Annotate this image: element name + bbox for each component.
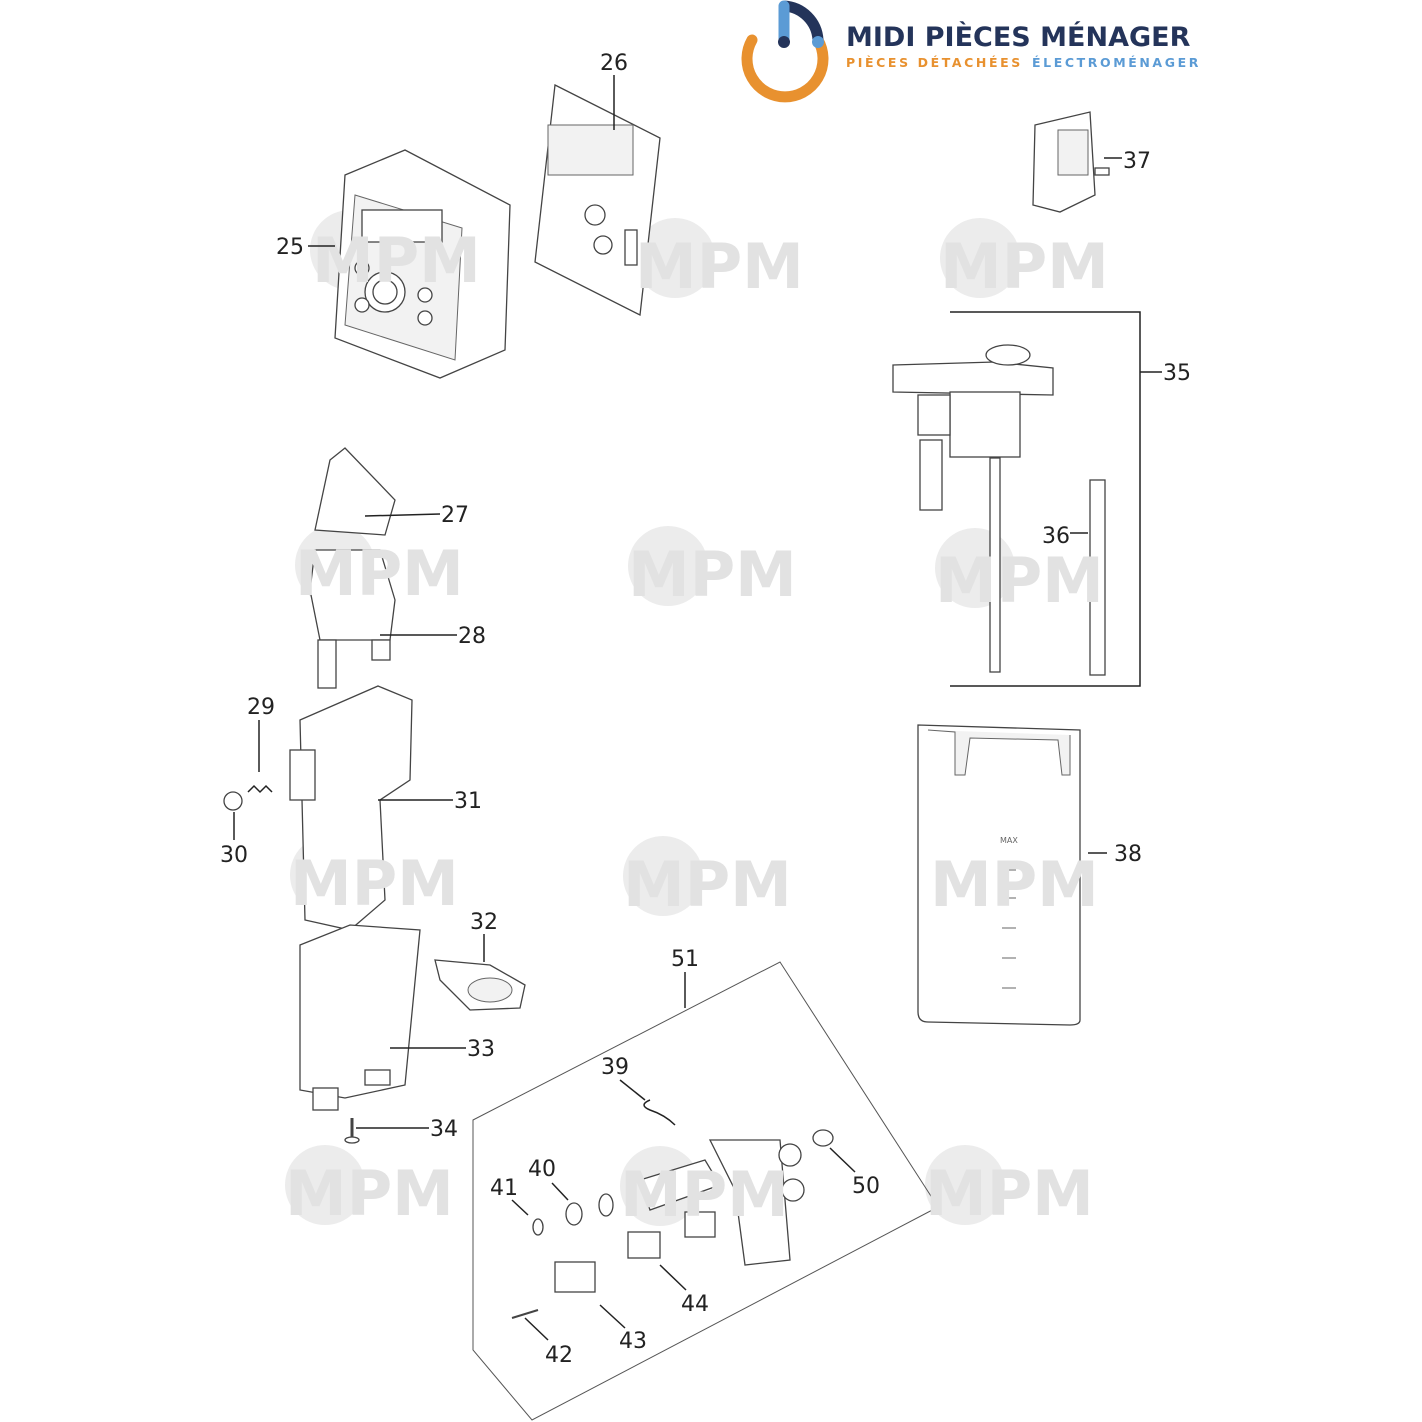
watermark: MPM bbox=[623, 848, 792, 921]
label-41: 41 bbox=[490, 1176, 518, 1201]
label-30: 30 bbox=[220, 843, 248, 868]
watermark: MPM bbox=[285, 1157, 454, 1230]
part-32-plate bbox=[434, 959, 526, 1011]
watermark-circle bbox=[635, 218, 715, 298]
label-35: 35 bbox=[1163, 361, 1191, 386]
tank-max-marking: MAX bbox=[1000, 836, 1018, 845]
watermark-circle bbox=[940, 218, 1020, 298]
watermark: MPM bbox=[290, 847, 459, 920]
label-50: 50 bbox=[852, 1174, 880, 1199]
label-37: 37 bbox=[1123, 149, 1151, 174]
label-39: 39 bbox=[601, 1055, 629, 1080]
label-25: 25 bbox=[276, 235, 304, 260]
label-32: 32 bbox=[470, 910, 498, 935]
watermark: MPM bbox=[935, 544, 1104, 617]
label-42: 42 bbox=[545, 1343, 573, 1368]
watermark: MPM bbox=[930, 848, 1099, 921]
watermarks: MPM MPM MPM MPM MPM MPM MPM MPM MPM MPM … bbox=[285, 224, 1109, 1231]
label-33: 33 bbox=[467, 1037, 495, 1062]
label-29: 29 bbox=[247, 695, 275, 720]
label-27: 27 bbox=[441, 503, 469, 528]
watermark: MPM bbox=[628, 538, 797, 611]
logo-ring-icon bbox=[741, 34, 829, 103]
label-43: 43 bbox=[619, 1329, 647, 1354]
watermark: MPM bbox=[312, 224, 481, 297]
part-25-control-panel bbox=[334, 149, 511, 379]
part-34-screw bbox=[344, 1118, 360, 1144]
part-38-water-tank: MAX bbox=[917, 724, 1081, 1026]
part-51-valve-parts bbox=[511, 1099, 834, 1319]
watermark: MPM bbox=[940, 230, 1109, 303]
label-51: 51 bbox=[671, 947, 699, 972]
label-38: 38 bbox=[1114, 842, 1142, 867]
part-51-kit-outline bbox=[472, 961, 939, 1421]
part-37-cap bbox=[1032, 111, 1110, 213]
watermark-circle bbox=[623, 836, 703, 916]
label-31: 31 bbox=[454, 789, 482, 814]
part-35-float-assembly bbox=[892, 344, 1106, 676]
leader-lines bbox=[233, 75, 1162, 1341]
brand-logo: MIDI PIÈCES MÉNAGER PIÈCES DÉTACHÉES ÉLE… bbox=[741, 0, 1201, 103]
label-36: 36 bbox=[1042, 524, 1070, 549]
part-30-cap bbox=[223, 791, 243, 811]
part-33-base bbox=[299, 924, 421, 1111]
watermark: MPM bbox=[635, 230, 804, 303]
watermark-circle bbox=[628, 526, 708, 606]
part-29-spring bbox=[247, 784, 273, 794]
label-40: 40 bbox=[528, 1157, 556, 1182]
label-26: 26 bbox=[600, 51, 628, 76]
logo-brand-text: MIDI PIÈCES MÉNAGER bbox=[846, 21, 1191, 53]
label-44: 44 bbox=[681, 1292, 709, 1317]
part-26-circuit-board bbox=[534, 83, 661, 317]
watermark: MPM bbox=[925, 1157, 1094, 1230]
watermark: MPM bbox=[620, 1158, 789, 1231]
logo-tagline-2: ÉLECTROMÉNAGER bbox=[1032, 55, 1201, 70]
label-28: 28 bbox=[458, 624, 486, 649]
watermark: MPM bbox=[295, 537, 464, 610]
watermark-circle bbox=[925, 1145, 1005, 1225]
part-27-28-housing bbox=[309, 447, 396, 689]
part-number-labels: 26 25 27 28 29 30 31 32 33 34 35 36 37 3… bbox=[220, 51, 1191, 1368]
watermark-circle bbox=[285, 1145, 365, 1225]
logo-tagline-1: PIÈCES DÉTACHÉES bbox=[846, 55, 1023, 70]
label-34: 34 bbox=[430, 1117, 458, 1142]
